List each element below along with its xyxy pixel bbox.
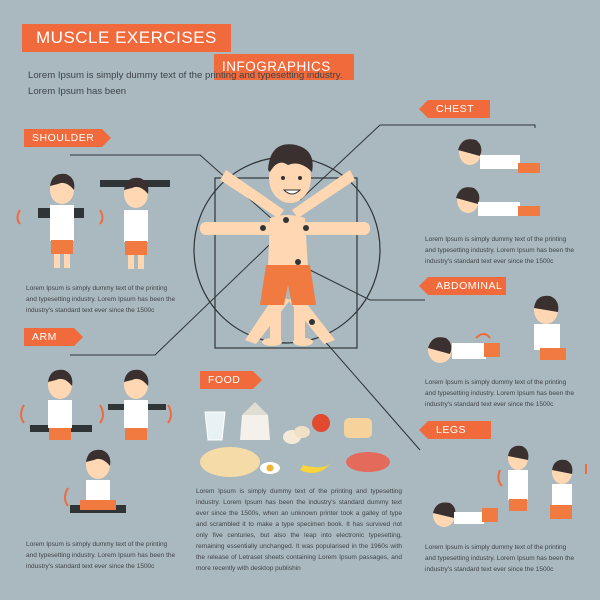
figure-arm-raised-left (220, 170, 284, 218)
chest-label: CHEST (419, 100, 490, 118)
arm-text: Lorem Ipsum is simply dummy text of the … (26, 541, 176, 570)
shoulder-text: Lorem Ipsum is simply dummy text of the … (26, 285, 176, 314)
figure-hair (268, 144, 313, 172)
figure-torso (268, 215, 308, 268)
abdominal-figures (428, 295, 566, 363)
food-label: FOOD (200, 371, 262, 389)
motion-arrows (20, 333, 587, 507)
apple (312, 414, 330, 432)
chest-text: Lorem Ipsum is simply dummy text of the … (425, 236, 575, 265)
food-items (200, 402, 390, 477)
banana (300, 458, 335, 474)
intro-text: Lorem Ipsum is simply dummy text of the … (28, 70, 343, 97)
chest-figures (456, 139, 540, 216)
shoulder-label: SHOULDER (24, 129, 111, 147)
legs-label: LEGS (419, 421, 491, 439)
bread (344, 418, 372, 438)
arm-figures (30, 369, 166, 513)
arm-label: ARM (24, 328, 83, 346)
figure-head (269, 153, 311, 203)
vitruvian-figure (193, 144, 381, 349)
figure-shorts (260, 265, 316, 305)
milk-glass (204, 411, 226, 441)
legs-text: Lorem Ipsum is simply dummy text of the … (425, 544, 575, 573)
meat (346, 452, 390, 472)
abdominal-label: ABDOMINAL (419, 277, 506, 295)
page-subtitle: INFOGRAPHICS (214, 54, 354, 80)
abdominal-text: Lorem Ipsum is simply dummy text of the … (425, 379, 575, 408)
milk-carton (240, 415, 270, 440)
chicken (200, 447, 260, 477)
connector-lines (70, 124, 536, 451)
food-text: Lorem Ipsum is simply dummy text of the … (196, 488, 402, 572)
figure-arm-raised-right (292, 170, 355, 218)
legs-figures (433, 445, 573, 527)
page-title: MUSCLE EXERCISES (22, 24, 231, 52)
shoulder-figures (16, 173, 170, 269)
